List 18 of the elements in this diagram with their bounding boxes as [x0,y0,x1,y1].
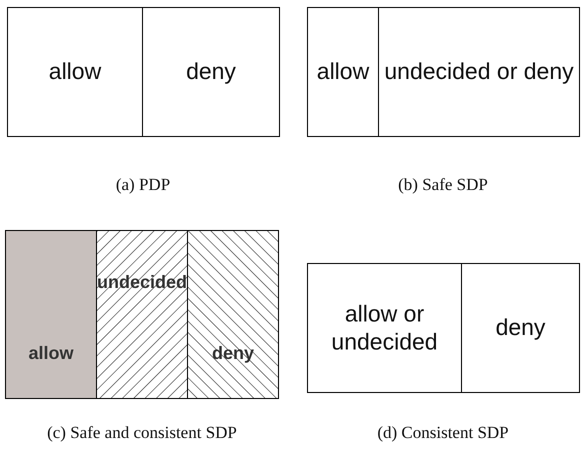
region-cell [307,263,462,393]
cell-label: deny [494,314,546,342]
region-cell [378,7,580,137]
panel-caption: (d) Consistent SDP [376,422,510,444]
cell-label: allow [48,58,102,86]
panel-caption: (c) Safe and consistent SDP [46,422,238,444]
cell-label: allow [316,58,370,86]
panel-caption: (b) Safe SDP [397,174,489,196]
region-cell [307,7,379,137]
cell-label: allow or undecided [330,300,439,356]
region-cell [461,263,580,393]
cell-label: allow [28,344,74,362]
panel-caption: (a) PDP [114,174,172,196]
region-cell [142,7,280,137]
region-cell [7,7,143,137]
cell-label: deny [185,58,237,86]
region-cell [5,230,97,399]
cell-label: undecided or deny [383,58,575,86]
